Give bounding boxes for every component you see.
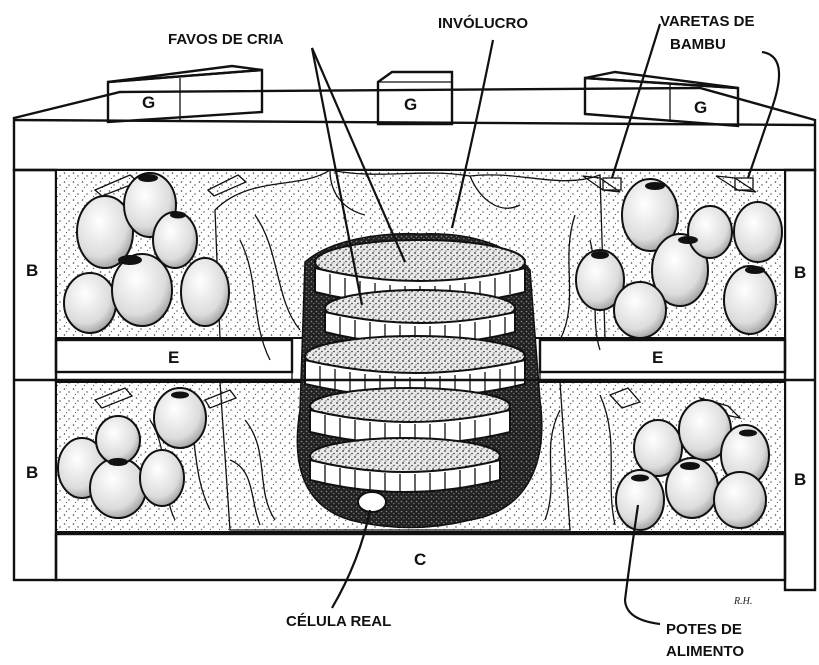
weight-block-center: G xyxy=(378,72,452,124)
bottom-panel: C xyxy=(56,534,785,580)
side-label-b: B xyxy=(794,470,806,489)
divider-label-e: E xyxy=(652,348,663,367)
label-celula-real: CÉLULA REAL xyxy=(286,613,391,630)
royal-cell xyxy=(358,492,386,512)
divider-label-e: E xyxy=(168,348,179,367)
label-varetas-de-bambu-line1: VARETAS DE xyxy=(660,13,754,30)
label-favos-de-cria: FAVOS DE CRIA xyxy=(168,31,284,48)
weight-block-right: G xyxy=(585,72,738,126)
brood-combs xyxy=(305,240,525,493)
label-potes-de-alimento-line1: POTES DE xyxy=(666,621,742,638)
artist-signature: R.H. xyxy=(733,596,752,607)
label-potes-de-alimento-line2: ALIMENTO xyxy=(666,643,744,660)
brood-comb-disc xyxy=(310,438,500,493)
side-label-b: B xyxy=(26,261,38,280)
weight-label-g: G xyxy=(694,98,707,117)
label-varetas-de-bambu-line2: BAMBU xyxy=(670,36,726,53)
weight-label-g: G xyxy=(404,95,417,114)
weight-label-g: G xyxy=(142,93,155,112)
side-label-b: B xyxy=(794,263,806,282)
side-label-b: B xyxy=(26,463,38,482)
brood-comb-disc xyxy=(310,388,510,445)
divider-panel-left: E xyxy=(56,340,292,372)
weight-block-left: G xyxy=(108,66,262,122)
bottom-label-c: C xyxy=(414,550,426,569)
divider-panel-right: E xyxy=(540,340,785,372)
label-involucro: INVÓLUCRO xyxy=(438,14,528,32)
